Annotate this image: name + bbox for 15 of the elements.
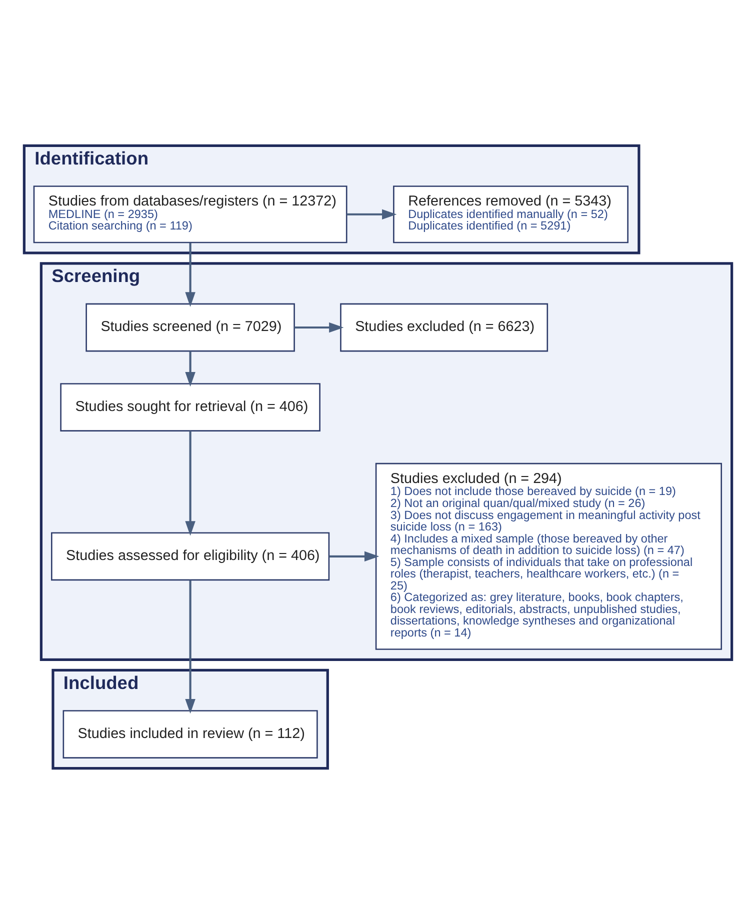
arrow <box>185 580 196 714</box>
arrow <box>346 208 397 219</box>
node-box: Studies from databases/registers (n = 12372) MEDLINE (n = 2935) Citation searching (n = 119) <box>33 185 348 243</box>
node-box: Studies screened (n = 7029) <box>86 302 295 352</box>
node-box: Studies sought for retrieval (n = 406) <box>60 382 320 431</box>
node-box: Studies included in review (n = 112) <box>62 710 318 758</box>
arrow <box>294 322 344 332</box>
arrow <box>329 550 380 562</box>
arrow <box>185 430 196 536</box>
arrow <box>185 242 196 306</box>
node-box: References removed (n = 5343) Duplicates identified manually (n = 52) Duplicates identified (n = 5291) <box>393 185 628 243</box>
node-box: Studies excluded (n = 6623) <box>340 302 548 352</box>
arrow <box>185 350 196 386</box>
node-box: Studies excluded (n = 294) 1) Does not include those bereaved by suicide (n = 19) 2) Not an original quan/qual/mixed study (n = 26) 3) Does not discuss engagement in meaningful activity post suicide loss (n = 163) 4) Includes a mixed sample (those bereaved by other mechanisms of death in addition to suicide loss) (n = 47) 5) Sample consists of individuals that take on professional roles (therapist, teachers, healthcare workers, etc.) (n = 25) 6) Categorized as: grey literature, books, book chapters, book reviews, editorials, abstracts, unpublished studies, dissertations, knowledge syntheses and organizational reports (n = 14) <box>375 462 722 650</box>
node-box: Studies assessed for eligibility (n = 406) <box>51 532 330 580</box>
